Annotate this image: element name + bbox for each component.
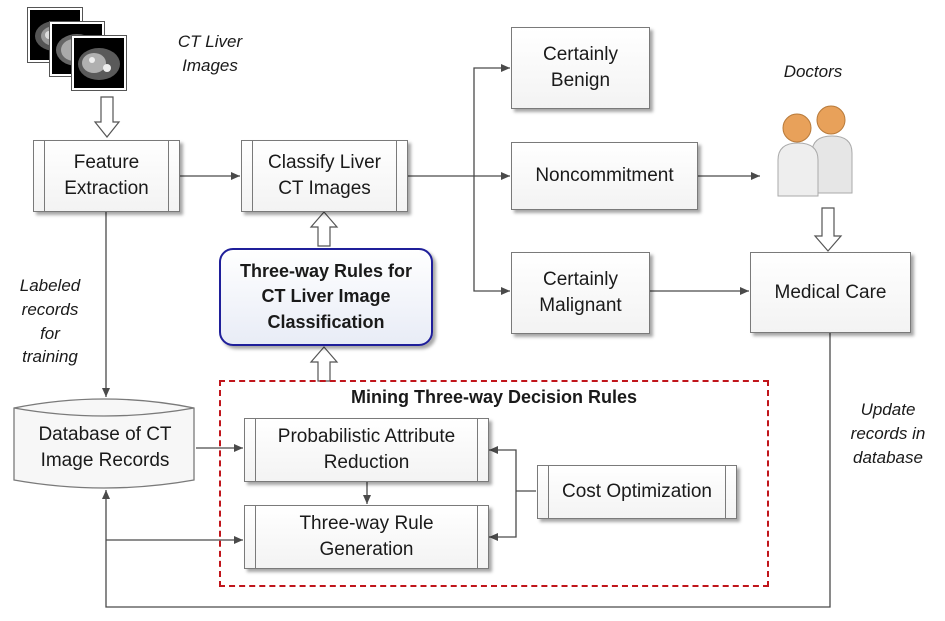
doctor-back-icon	[811, 105, 853, 194]
benign-node: Certainly Benign	[511, 27, 650, 109]
generation-label: Three-way Rule Generation	[299, 513, 434, 560]
three-way-rules-label: Three-way Rules for CT Liver Image Class…	[239, 261, 413, 332]
cost-optimization-label: Cost Optimization	[562, 481, 712, 503]
malignant-node: Certainly Malignant	[511, 252, 650, 334]
ct-images-icon	[28, 8, 128, 98]
arrow-to-benign	[473, 64, 510, 176]
doctor-front-icon	[777, 113, 819, 197]
benign-label: Certainly Benign	[543, 44, 618, 91]
generation-node: Three-way Rule Generation	[244, 505, 489, 569]
noncommitment-node: Noncommitment	[511, 142, 698, 210]
block-arrow-rules-to-classify	[309, 211, 339, 247]
medical-care-node: Medical Care	[750, 252, 911, 333]
database-shape	[13, 398, 195, 489]
feature-extraction-node: Feature Extraction	[33, 140, 180, 212]
arrow-to-malignant	[473, 176, 510, 295]
block-arrow-mining-to-rules	[309, 346, 339, 382]
mining-region	[219, 380, 769, 587]
cost-optimization-node: Cost Optimization	[537, 465, 737, 519]
arrow-cost-to-reduction	[489, 446, 517, 491]
labeled-records-label: Labeled records for training	[19, 276, 81, 367]
three-way-rules-node: Three-way Rules for CT Liver Image Class…	[219, 248, 433, 346]
malignant-label: Certainly Malignant	[539, 269, 622, 316]
doctors-label: Doctors	[783, 62, 843, 81]
ct-images-label: CT Liver Images	[177, 32, 243, 75]
noncommitment-label: Noncommitment	[535, 165, 674, 187]
feature-extraction-label: Feature Extraction	[64, 152, 149, 199]
classify-node: Classify Liver CT Images	[241, 140, 408, 212]
reduction-label: Probabilistic Attribute Reduction	[277, 426, 456, 473]
classify-label: Classify Liver CT Images	[268, 152, 381, 199]
medical-care-label: Medical Care	[774, 281, 887, 303]
doctors-icon	[777, 105, 853, 197]
block-arrow-doctors-to-care	[813, 207, 843, 252]
reduction-node: Probabilistic Attribute Reduction	[244, 418, 489, 482]
ct-slice-icon	[72, 36, 126, 90]
database-label: Database of CT Image Records	[38, 424, 172, 471]
update-records-label: Update records in database	[850, 400, 926, 467]
arrow-cost-to-generation	[489, 491, 517, 541]
block-arrow-images-to-feature	[93, 96, 121, 138]
mining-title: Mining Three-way Decision Rules	[350, 387, 638, 407]
arrow-care-to-database	[102, 333, 831, 608]
